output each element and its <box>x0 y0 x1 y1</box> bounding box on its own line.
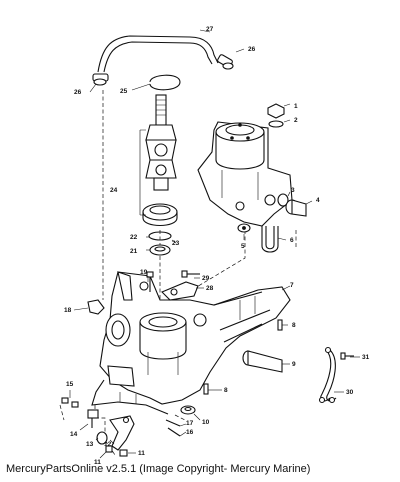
hose-clamp-left <box>92 73 109 86</box>
adjust-nut <box>96 431 108 445</box>
assembly-guide-lines <box>59 90 297 456</box>
callout-19: 19 <box>140 269 148 276</box>
callout-2: 2 <box>294 117 298 124</box>
ground-screw <box>340 352 354 360</box>
callout-15: 15 <box>66 381 74 388</box>
bearing <box>142 203 178 227</box>
trim-shaft <box>242 350 283 373</box>
callout-17: 17 <box>186 420 194 427</box>
callout-7: 7 <box>290 282 294 289</box>
callout-23: 23 <box>172 240 180 247</box>
callout-labels: 27 26 26 25 1 2 24 3 4 22 23 5 6 21 19 2… <box>64 26 370 466</box>
leader-lines <box>69 29 360 459</box>
callout-4: 4 <box>316 197 320 204</box>
bolt <box>105 445 128 457</box>
image-caption: MercuryPartsOnline v2.5.1 (Image Copyrig… <box>6 463 311 475</box>
callout-11-right: 11 <box>138 450 145 457</box>
dowel-pin-upper <box>277 319 283 331</box>
callout-8-lower: 8 <box>224 387 228 394</box>
grommet <box>180 405 196 415</box>
pivot-pin <box>285 199 307 217</box>
washer <box>268 120 284 128</box>
callout-27: 27 <box>206 26 214 33</box>
callout-8-upper: 8 <box>292 322 296 329</box>
callout-24: 24 <box>110 187 118 194</box>
callout-28: 28 <box>206 285 214 292</box>
hose-clamp-right <box>217 54 234 70</box>
screw-set <box>61 397 79 408</box>
linkage-arm <box>109 415 135 451</box>
callout-9: 9 <box>292 361 296 368</box>
water-elbow <box>87 299 105 315</box>
o-ring <box>148 231 172 241</box>
callout-26-right: 26 <box>248 46 256 53</box>
callout-26-left: 26 <box>74 89 82 96</box>
callout-6: 6 <box>290 237 294 244</box>
small-washer <box>237 223 251 233</box>
wire-harness <box>318 346 337 404</box>
callout-22: 22 <box>130 234 138 241</box>
callout-30: 30 <box>346 389 354 396</box>
universal-joint-shaft <box>145 94 177 191</box>
nut <box>267 103 285 119</box>
bushing <box>277 193 289 207</box>
screw <box>181 270 200 278</box>
callout-1: 1 <box>294 103 298 110</box>
callout-14: 14 <box>70 431 78 438</box>
fitting <box>87 409 99 428</box>
bell-housing <box>91 271 291 415</box>
pin-17 <box>165 419 181 427</box>
bracket <box>161 281 199 301</box>
fitting-screw <box>146 271 154 292</box>
callout-31: 31 <box>362 354 370 361</box>
callout-25: 25 <box>120 88 128 95</box>
callout-10: 10 <box>202 419 210 426</box>
u-bolt <box>261 226 279 253</box>
pin-16 <box>167 427 181 437</box>
callout-29: 29 <box>202 275 210 282</box>
callout-5: 5 <box>241 243 245 250</box>
callout-3: 3 <box>291 187 295 194</box>
callout-13: 13 <box>86 441 94 448</box>
callout-11-left: 11 <box>94 459 101 466</box>
seal <box>149 244 171 256</box>
callout-12: 12 <box>104 441 112 448</box>
dowel-pin-lower <box>203 383 209 395</box>
callout-18: 18 <box>64 307 72 314</box>
callout-21: 21 <box>130 248 138 255</box>
hose <box>97 35 219 73</box>
gimbal-housing <box>197 121 293 227</box>
callout-16: 16 <box>186 429 194 436</box>
snap-ring <box>149 74 181 91</box>
